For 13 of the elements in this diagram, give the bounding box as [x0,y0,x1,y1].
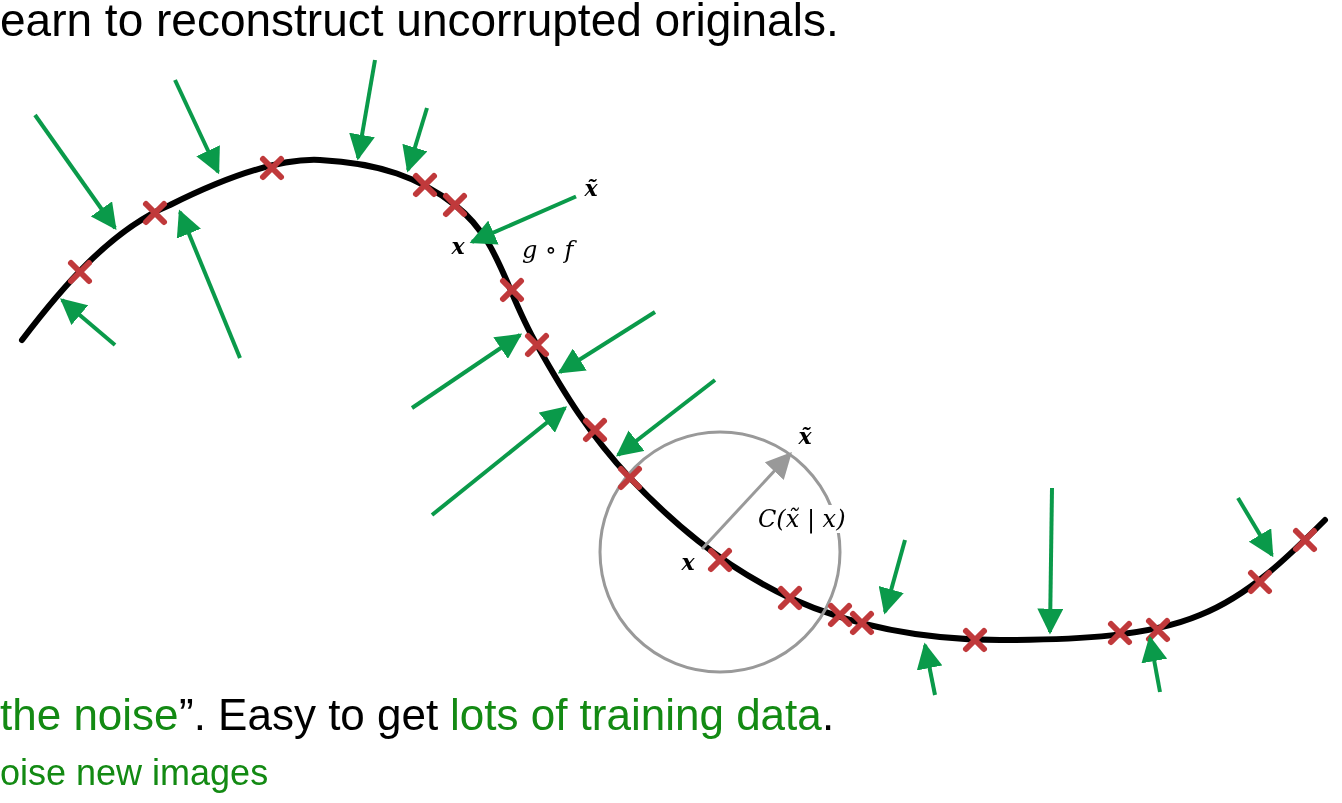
sentence-text: . [822,690,835,741]
math-symbol: x̃ [792,424,818,452]
highlighted-text: the noise [0,690,179,741]
sentence-text: ”. Easy to get [179,690,440,741]
heading-text: earn to reconstruct uncorrupted originals. [0,0,839,47]
highlighted-text: lots of training data [450,690,822,741]
math-symbol: x [676,550,700,578]
arrow [700,452,792,550]
bullet-text: oise new images [0,752,269,794]
math-symbol: x [446,234,470,262]
math-symbol: x̃ [578,176,604,204]
edge-label: C(x̃ | x) [758,505,846,533]
arrow [469,194,577,245]
